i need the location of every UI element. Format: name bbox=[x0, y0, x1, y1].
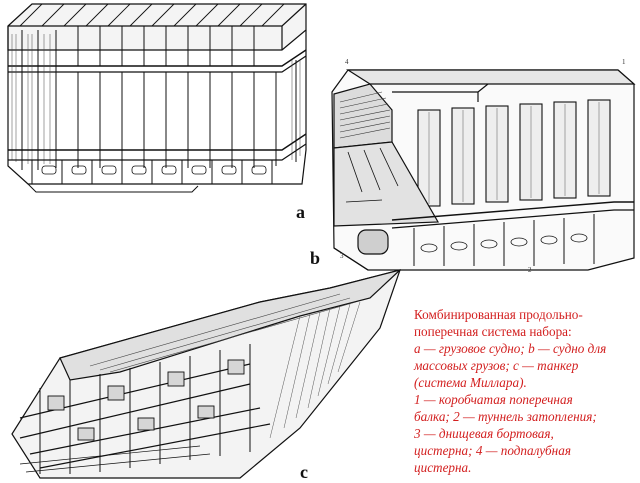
caption-line-8: 3 — днищевая бортовая, bbox=[414, 426, 554, 441]
figure-a-cargo-ship-section bbox=[2, 0, 314, 196]
caption-line-6: 1 — коробчатая поперечная bbox=[414, 392, 573, 407]
figure-b-bulk-carrier-section bbox=[318, 52, 640, 274]
callout-3: 3 bbox=[340, 252, 344, 260]
caption-line-7: балка; 2 — туннель затопления; bbox=[414, 409, 597, 424]
label-a: a bbox=[296, 202, 305, 222]
figure-c-drawing bbox=[11, 269, 401, 479]
callout-4: 4 bbox=[345, 58, 349, 66]
caption-line-3: a — грузовое судно; b — судно для bbox=[414, 341, 607, 356]
caption-line-2: поперечная система набора: bbox=[414, 324, 572, 339]
caption-line-10: цистерна. bbox=[414, 460, 472, 475]
figure-c-tanker-section bbox=[0, 268, 412, 480]
caption-line-1: Комбинированная продольно- bbox=[414, 307, 583, 322]
caption-line-5: (система Миллара). bbox=[414, 375, 527, 390]
figure-a-drawing bbox=[7, 3, 307, 193]
label-c: c bbox=[300, 462, 308, 482]
caption-line-4: массовых грузов; c — танкер bbox=[414, 358, 579, 373]
label-b: b bbox=[310, 248, 321, 268]
callout-2: 2 bbox=[528, 266, 532, 274]
caption-line-9: цистерна; 4 — подпалубная bbox=[414, 443, 571, 458]
figure-caption: Комбинированная продольно- поперечная си… bbox=[414, 306, 636, 476]
figure-b-drawing bbox=[331, 69, 636, 271]
callout-1: 1 bbox=[622, 58, 626, 66]
